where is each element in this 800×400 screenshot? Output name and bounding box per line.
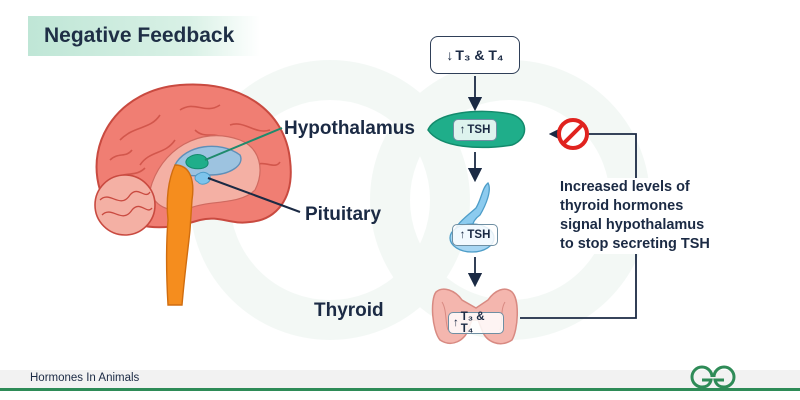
pituitary-tsh-badge: ↑ TSH — [452, 224, 498, 246]
hypothalamus-region — [185, 154, 209, 170]
note-line: to stop secreting TSH — [560, 236, 710, 252]
note-line: Increased levels of — [560, 179, 690, 195]
hypothalamus-pointer — [204, 127, 283, 161]
pituitary-region — [194, 171, 211, 185]
gfg-logo — [690, 365, 736, 389]
brain-cerebellum — [94, 174, 156, 236]
thyroid-label: Thyroid — [314, 300, 384, 321]
note-line: thyroid hormones — [560, 198, 684, 214]
low-t3-t4-text: T₃ & T₄ — [455, 47, 504, 63]
low-t3-t4-box: ↓ T₃ & T₄ — [430, 36, 520, 74]
pituitary-label: Pituitary — [305, 204, 382, 225]
pituitary-pointer — [207, 177, 301, 213]
spinal-cord — [165, 164, 194, 306]
arrow-down-icon: ↓ — [446, 47, 454, 63]
title-banner: Negative Feedback — [28, 16, 260, 56]
footer-bar — [0, 370, 800, 391]
feedback-note: Increased levels of thyroid hormones sig… — [560, 178, 760, 254]
thyroid-t3-t4-badge: ↑ T₃ & T₄ — [448, 311, 504, 335]
footer-text: Hormones In Animals — [30, 372, 140, 384]
note-line: signal hypothalamus — [560, 217, 705, 233]
hypothalamus-label: Hypothalamus — [284, 118, 415, 139]
hypothalamus-tsh-badge: ↑ TSH — [453, 119, 497, 141]
stop-icon — [557, 118, 589, 150]
page-title: Negative Feedback — [44, 24, 235, 47]
